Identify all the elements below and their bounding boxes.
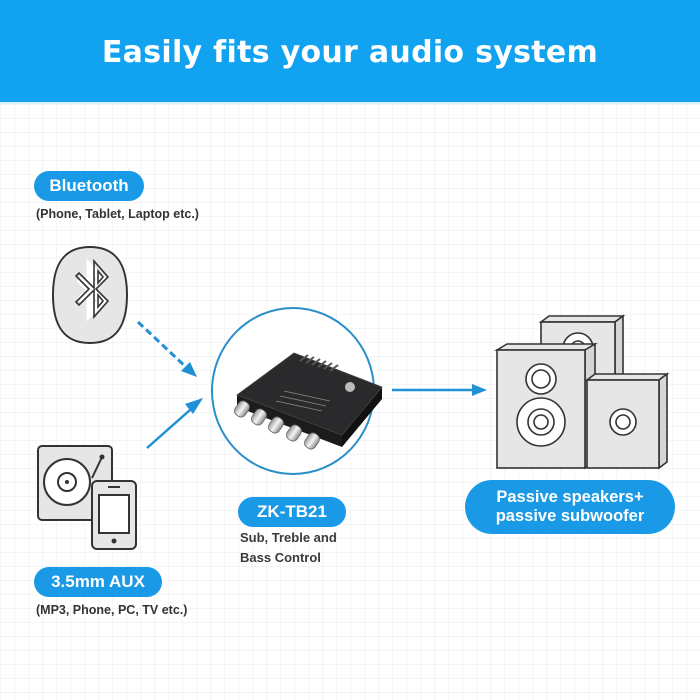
bluetooth-dashed-arrow [136,320,197,377]
speakers-icon [494,314,670,470]
model-label: ZK-TB21 [238,497,346,527]
page-title: Easily fits your audio system [101,34,599,70]
bluetooth-note: (Phone, Tablet, Laptop etc.) [36,207,199,221]
amplifier-board-image [234,352,383,450]
aux-label-text: 3.5mm AUX [51,572,145,591]
bluetooth-label: Bluetooth [34,171,144,201]
device-description-line1: Sub, Treble and [240,530,337,545]
output-label-line2: passive subwoofer [495,507,645,525]
model-label-text: ZK-TB21 [257,502,327,521]
header-divider [0,102,700,104]
device-description-line2: Bass Control [240,550,321,565]
device-description: Sub, Treble and Bass Control [240,528,337,568]
output-arrow [392,384,487,396]
aux-label: 3.5mm AUX [34,567,162,597]
aux-note: (MP3, Phone, PC, TV etc.) [36,603,188,617]
output-label-line1: Passive speakers+ [496,488,644,506]
cd-player-and-phone-icon [37,445,137,550]
output-label: Passive speakers+ passive subwoofer [465,480,675,534]
aux-solid-arrow [146,398,203,449]
header-banner: Easily fits your audio system [0,0,700,102]
bluetooth-icon [51,245,129,345]
bluetooth-label-text: Bluetooth [49,176,129,195]
